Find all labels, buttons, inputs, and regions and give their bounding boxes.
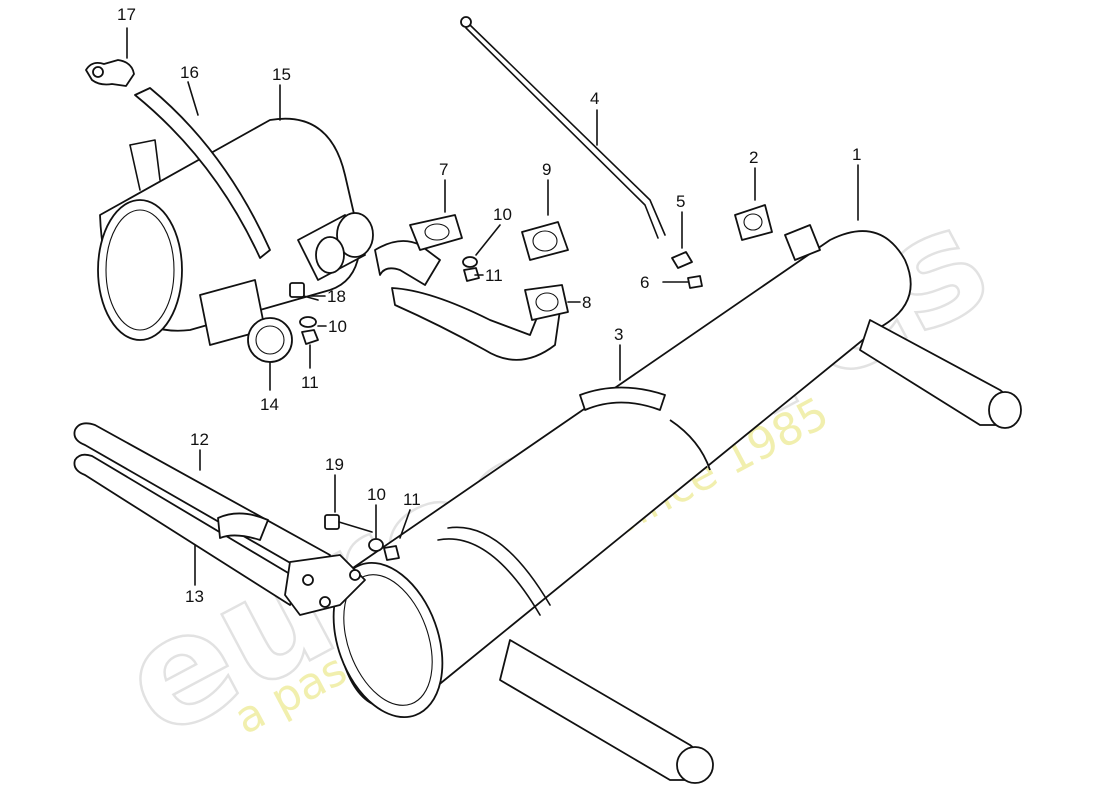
part-7-drawing <box>374 214 463 286</box>
callout-8: 8 <box>582 293 591 312</box>
callout-16: 16 <box>180 63 199 82</box>
part-1-drawing <box>332 224 1022 784</box>
callout-15: 15 <box>272 65 291 84</box>
callout-11-mid: 11 <box>485 266 503 285</box>
leader-lines <box>126 27 859 586</box>
part-2-drawing <box>734 204 773 241</box>
part-8-drawing <box>391 284 569 361</box>
callout-10-left: 10 <box>328 317 347 336</box>
callout-11-lower: 11 <box>403 490 421 509</box>
parts-5-6-drawing <box>671 251 703 289</box>
callout-11-left: 11 <box>301 373 319 392</box>
callout-17: 17 <box>117 5 136 24</box>
part-4-drawing <box>460 16 666 239</box>
callout-14: 14 <box>260 395 279 414</box>
part-16-drawing <box>134 87 271 259</box>
callout-2: 2 <box>749 148 758 167</box>
part-17-drawing <box>85 59 135 87</box>
fastener-group-lower <box>324 514 400 561</box>
callout-labels: 17 16 15 7 10 9 4 5 2 1 11 8 6 3 18 10 1… <box>117 5 861 606</box>
callout-13: 13 <box>185 587 204 606</box>
callout-1: 1 <box>852 145 861 164</box>
fastener-group-left <box>289 282 319 345</box>
callout-19: 19 <box>325 455 344 474</box>
callout-9: 9 <box>542 160 551 179</box>
fastener-group-mid <box>462 256 480 282</box>
callout-6: 6 <box>640 273 649 292</box>
callout-5: 5 <box>676 192 685 211</box>
callout-7: 7 <box>439 160 448 179</box>
callout-10-mid: 10 <box>493 205 512 224</box>
callout-3: 3 <box>614 325 623 344</box>
part-15-drawing <box>97 117 361 341</box>
callout-4: 4 <box>590 89 599 108</box>
callout-18: 18 <box>327 287 346 306</box>
callout-12: 12 <box>190 430 209 449</box>
part-9-drawing <box>521 221 569 261</box>
hose-clamps-drawing <box>199 212 374 363</box>
parts-12-13-drawing <box>73 422 366 616</box>
callout-10-lower: 10 <box>367 485 386 504</box>
